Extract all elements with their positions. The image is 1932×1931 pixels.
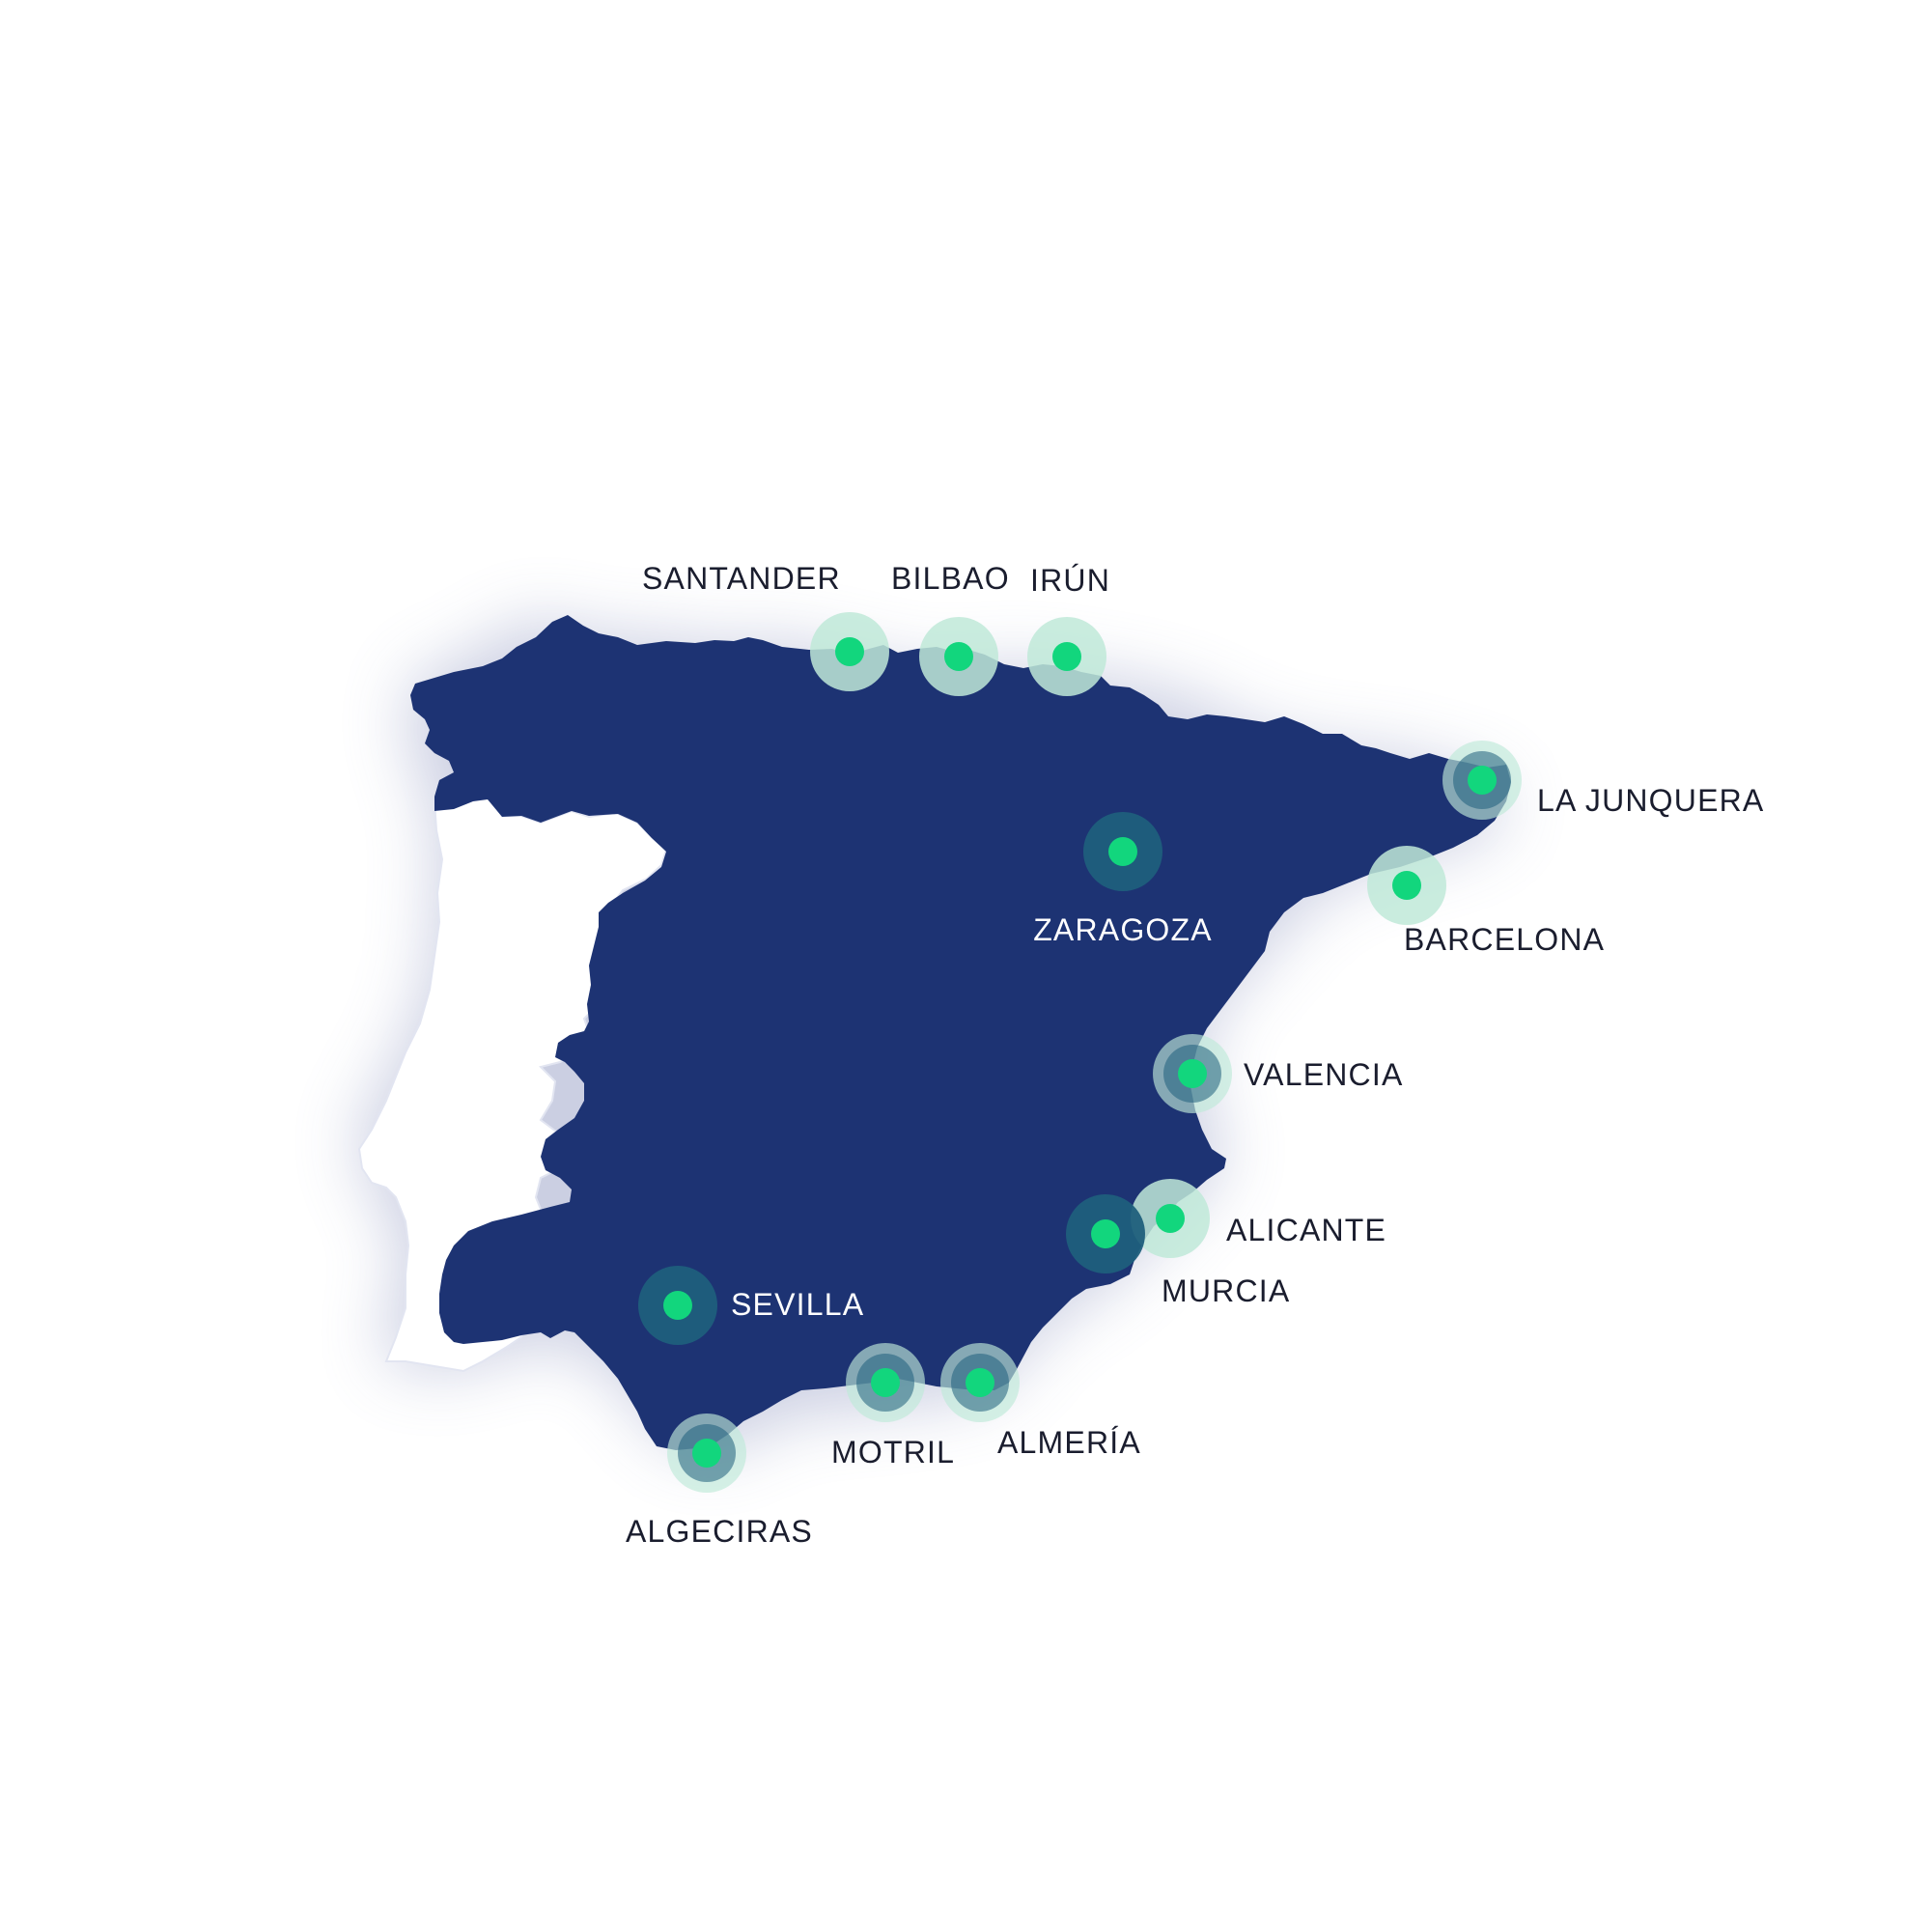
city-marker-murcia[interactable]: MURCIA <box>1066 1194 1290 1308</box>
city-label-motril: MOTRIL <box>831 1435 955 1469</box>
city-label-santander: SANTANDER <box>642 561 841 596</box>
marker-dot <box>1392 871 1421 900</box>
city-marker-sevilla[interactable]: SEVILLA <box>638 1266 864 1345</box>
city-label-valencia: VALENCIA <box>1244 1057 1404 1092</box>
marker-dot <box>1156 1204 1185 1233</box>
marker-dot <box>871 1368 900 1397</box>
city-label-murcia: MURCIA <box>1162 1273 1290 1308</box>
city-marker-irun[interactable]: IRÚN <box>1027 563 1110 696</box>
city-marker-almeria[interactable]: ALMERÍA <box>940 1343 1141 1460</box>
city-marker-la-junquera[interactable]: LA JUNQUERA <box>1442 741 1764 820</box>
spain-shape <box>410 615 1511 1450</box>
marker-dot <box>1108 837 1137 866</box>
city-marker-bilbao[interactable]: BILBAO <box>891 561 1010 696</box>
city-marker-alicante[interactable]: ALICANTE <box>1131 1179 1386 1258</box>
city-label-bilbao: BILBAO <box>891 561 1010 596</box>
marker-dot <box>692 1439 721 1468</box>
city-label-almeria: ALMERÍA <box>997 1425 1141 1460</box>
marker-dot <box>1468 766 1497 795</box>
city-marker-algeciras[interactable]: ALGECIRAS <box>626 1413 813 1549</box>
city-label-algeciras: ALGECIRAS <box>626 1514 813 1549</box>
city-label-zaragoza: ZARAGOZA <box>1033 912 1213 947</box>
marker-dot <box>663 1291 692 1320</box>
marker-dot <box>1178 1059 1207 1088</box>
marker-dot <box>835 637 864 666</box>
city-label-alicante: ALICANTE <box>1226 1213 1386 1247</box>
city-label-la-junquera: LA JUNQUERA <box>1537 783 1764 818</box>
city-markers: SANTANDER BILBAO IRÚN LA JUNQUERA ZARAGOZA BA… <box>626 561 1764 1549</box>
city-marker-motril[interactable]: MOTRIL <box>831 1343 955 1469</box>
city-marker-barcelona[interactable]: BARCELONA <box>1367 846 1605 957</box>
marker-dot <box>1091 1219 1120 1248</box>
city-marker-santander[interactable]: SANTANDER <box>642 561 889 691</box>
city-marker-zaragoza[interactable]: ZARAGOZA <box>1033 812 1213 947</box>
marker-dot <box>944 642 973 671</box>
city-label-irun: IRÚN <box>1030 563 1110 598</box>
marker-dot <box>966 1368 994 1397</box>
city-marker-valencia[interactable]: VALENCIA <box>1153 1034 1404 1113</box>
city-label-barcelona: BARCELONA <box>1404 922 1605 957</box>
city-label-sevilla: SEVILLA <box>731 1287 864 1322</box>
marker-dot <box>1052 642 1081 671</box>
